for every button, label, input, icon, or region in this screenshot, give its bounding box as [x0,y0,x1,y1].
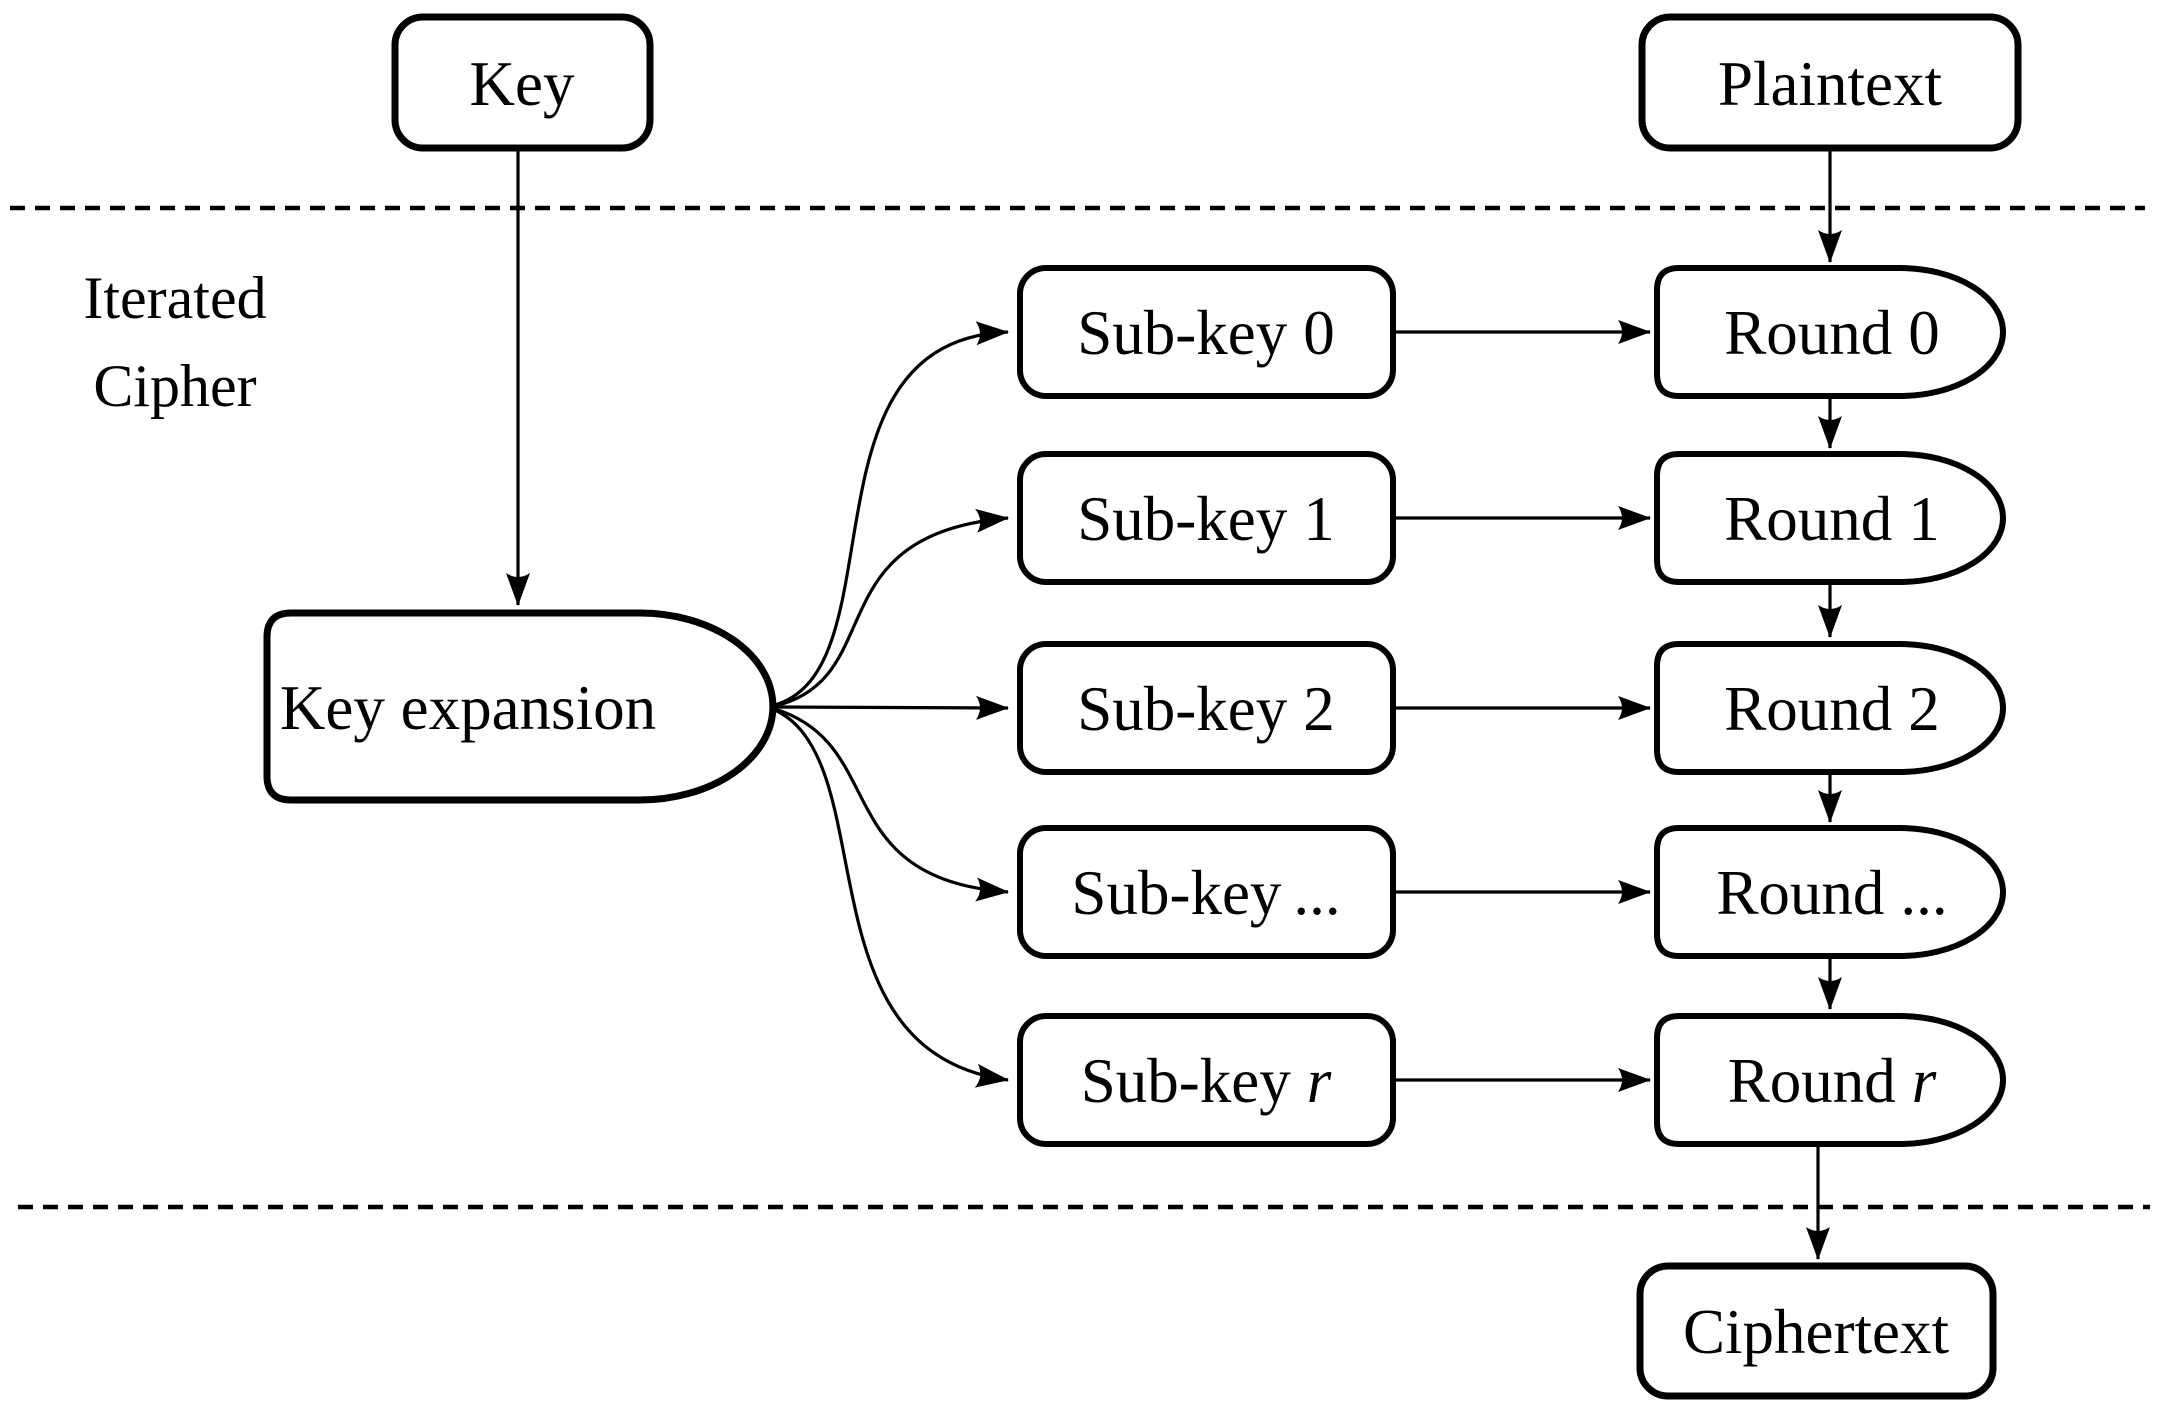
fan-arrow-1 [774,508,1009,708]
key-box [391,13,654,152]
key-expansion-box [263,609,777,804]
fan-arrow-2 [774,695,1009,720]
iterated-cipher-label-line1: Iterated [83,265,266,331]
round-0-box [1654,265,2006,399]
round-ellipsis-box [1654,825,2006,959]
subkey-ellipsis-label: Sub-key... [1071,858,1340,928]
fan-arrow-4 [774,708,1009,1088]
fan-arrow-0 [774,321,1009,707]
plaintext-label: Plaintext [1718,49,1942,119]
round-r-box [1654,1013,2006,1147]
key-expansion-label: Key expansion [280,673,656,743]
ciphertext-box [1636,1262,1997,1400]
iterated-cipher-label-line2: Cipher [93,353,256,419]
round-1-box [1654,451,2006,585]
key-label: Key [470,49,575,119]
fan-arrow-3 [774,707,1009,902]
round-ellipsis-label: Round... [1716,858,1947,928]
round-2-box [1654,641,2006,775]
ciphertext-label: Ciphertext [1683,1297,1949,1367]
